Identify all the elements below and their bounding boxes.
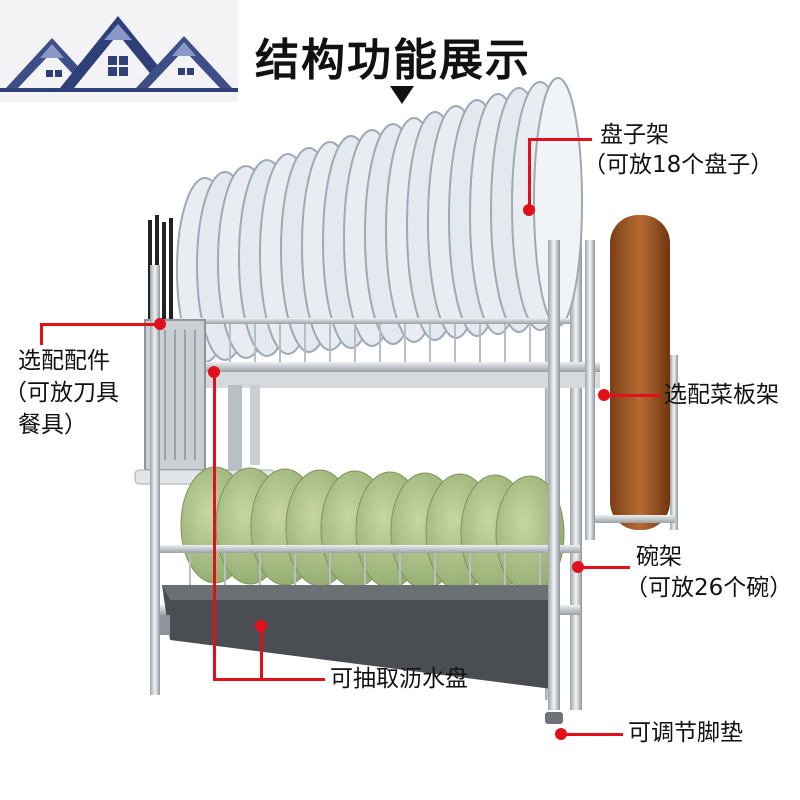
label-accessories-note-1: （可放刀具 [4, 380, 119, 406]
callout-line-plate-rack [528, 138, 592, 141]
callout-line-accessories-v [40, 323, 43, 345]
page-title: 结构功能展示 [255, 35, 531, 86]
label-adjustable-feet: 可调节脚垫 [628, 720, 743, 746]
label-bowl-rack: 碗架 [636, 544, 682, 570]
label-accessories-note-2: 餐具） [18, 412, 87, 438]
down-arrow-icon [390, 86, 414, 104]
cutting-board-rack [585, 215, 678, 540]
callout-line-accessories [40, 323, 160, 326]
cutting-board [610, 215, 670, 530]
upper-tier-bar [160, 362, 600, 372]
callout-line-bowl-rack [578, 566, 630, 569]
plates-group [176, 77, 583, 363]
callout-line-drip-upper-v [213, 372, 216, 680]
callout-line-cutting-board [604, 394, 660, 397]
label-drip-tray: 可抽取沥水盘 [330, 666, 468, 692]
callout-line-drip-h [213, 678, 325, 681]
label-cutting-board-rack: 选配菜板架 [664, 382, 779, 408]
rack-upright-right [570, 230, 582, 710]
label-plate-rack-note: （可放18个盘子） [583, 152, 774, 178]
drip-tray [162, 585, 560, 690]
callout-line-drip-lower-v [260, 626, 263, 680]
label-plate-rack: 盘子架 [600, 122, 669, 148]
house-roofs-logo-icon [0, 16, 238, 92]
label-bowl-rack-note: （可放26个碗） [625, 575, 793, 601]
callout-line-feet [561, 733, 623, 736]
brand-logo [0, 0, 238, 102]
bowls-group [180, 466, 565, 593]
callout-dot-accessories [154, 318, 166, 330]
label-accessories: 选配配件 [18, 348, 110, 374]
adjustable-foot [545, 712, 563, 724]
callout-dot-plate-rack [523, 204, 535, 216]
callout-line-plate-rack-v [528, 138, 531, 210]
